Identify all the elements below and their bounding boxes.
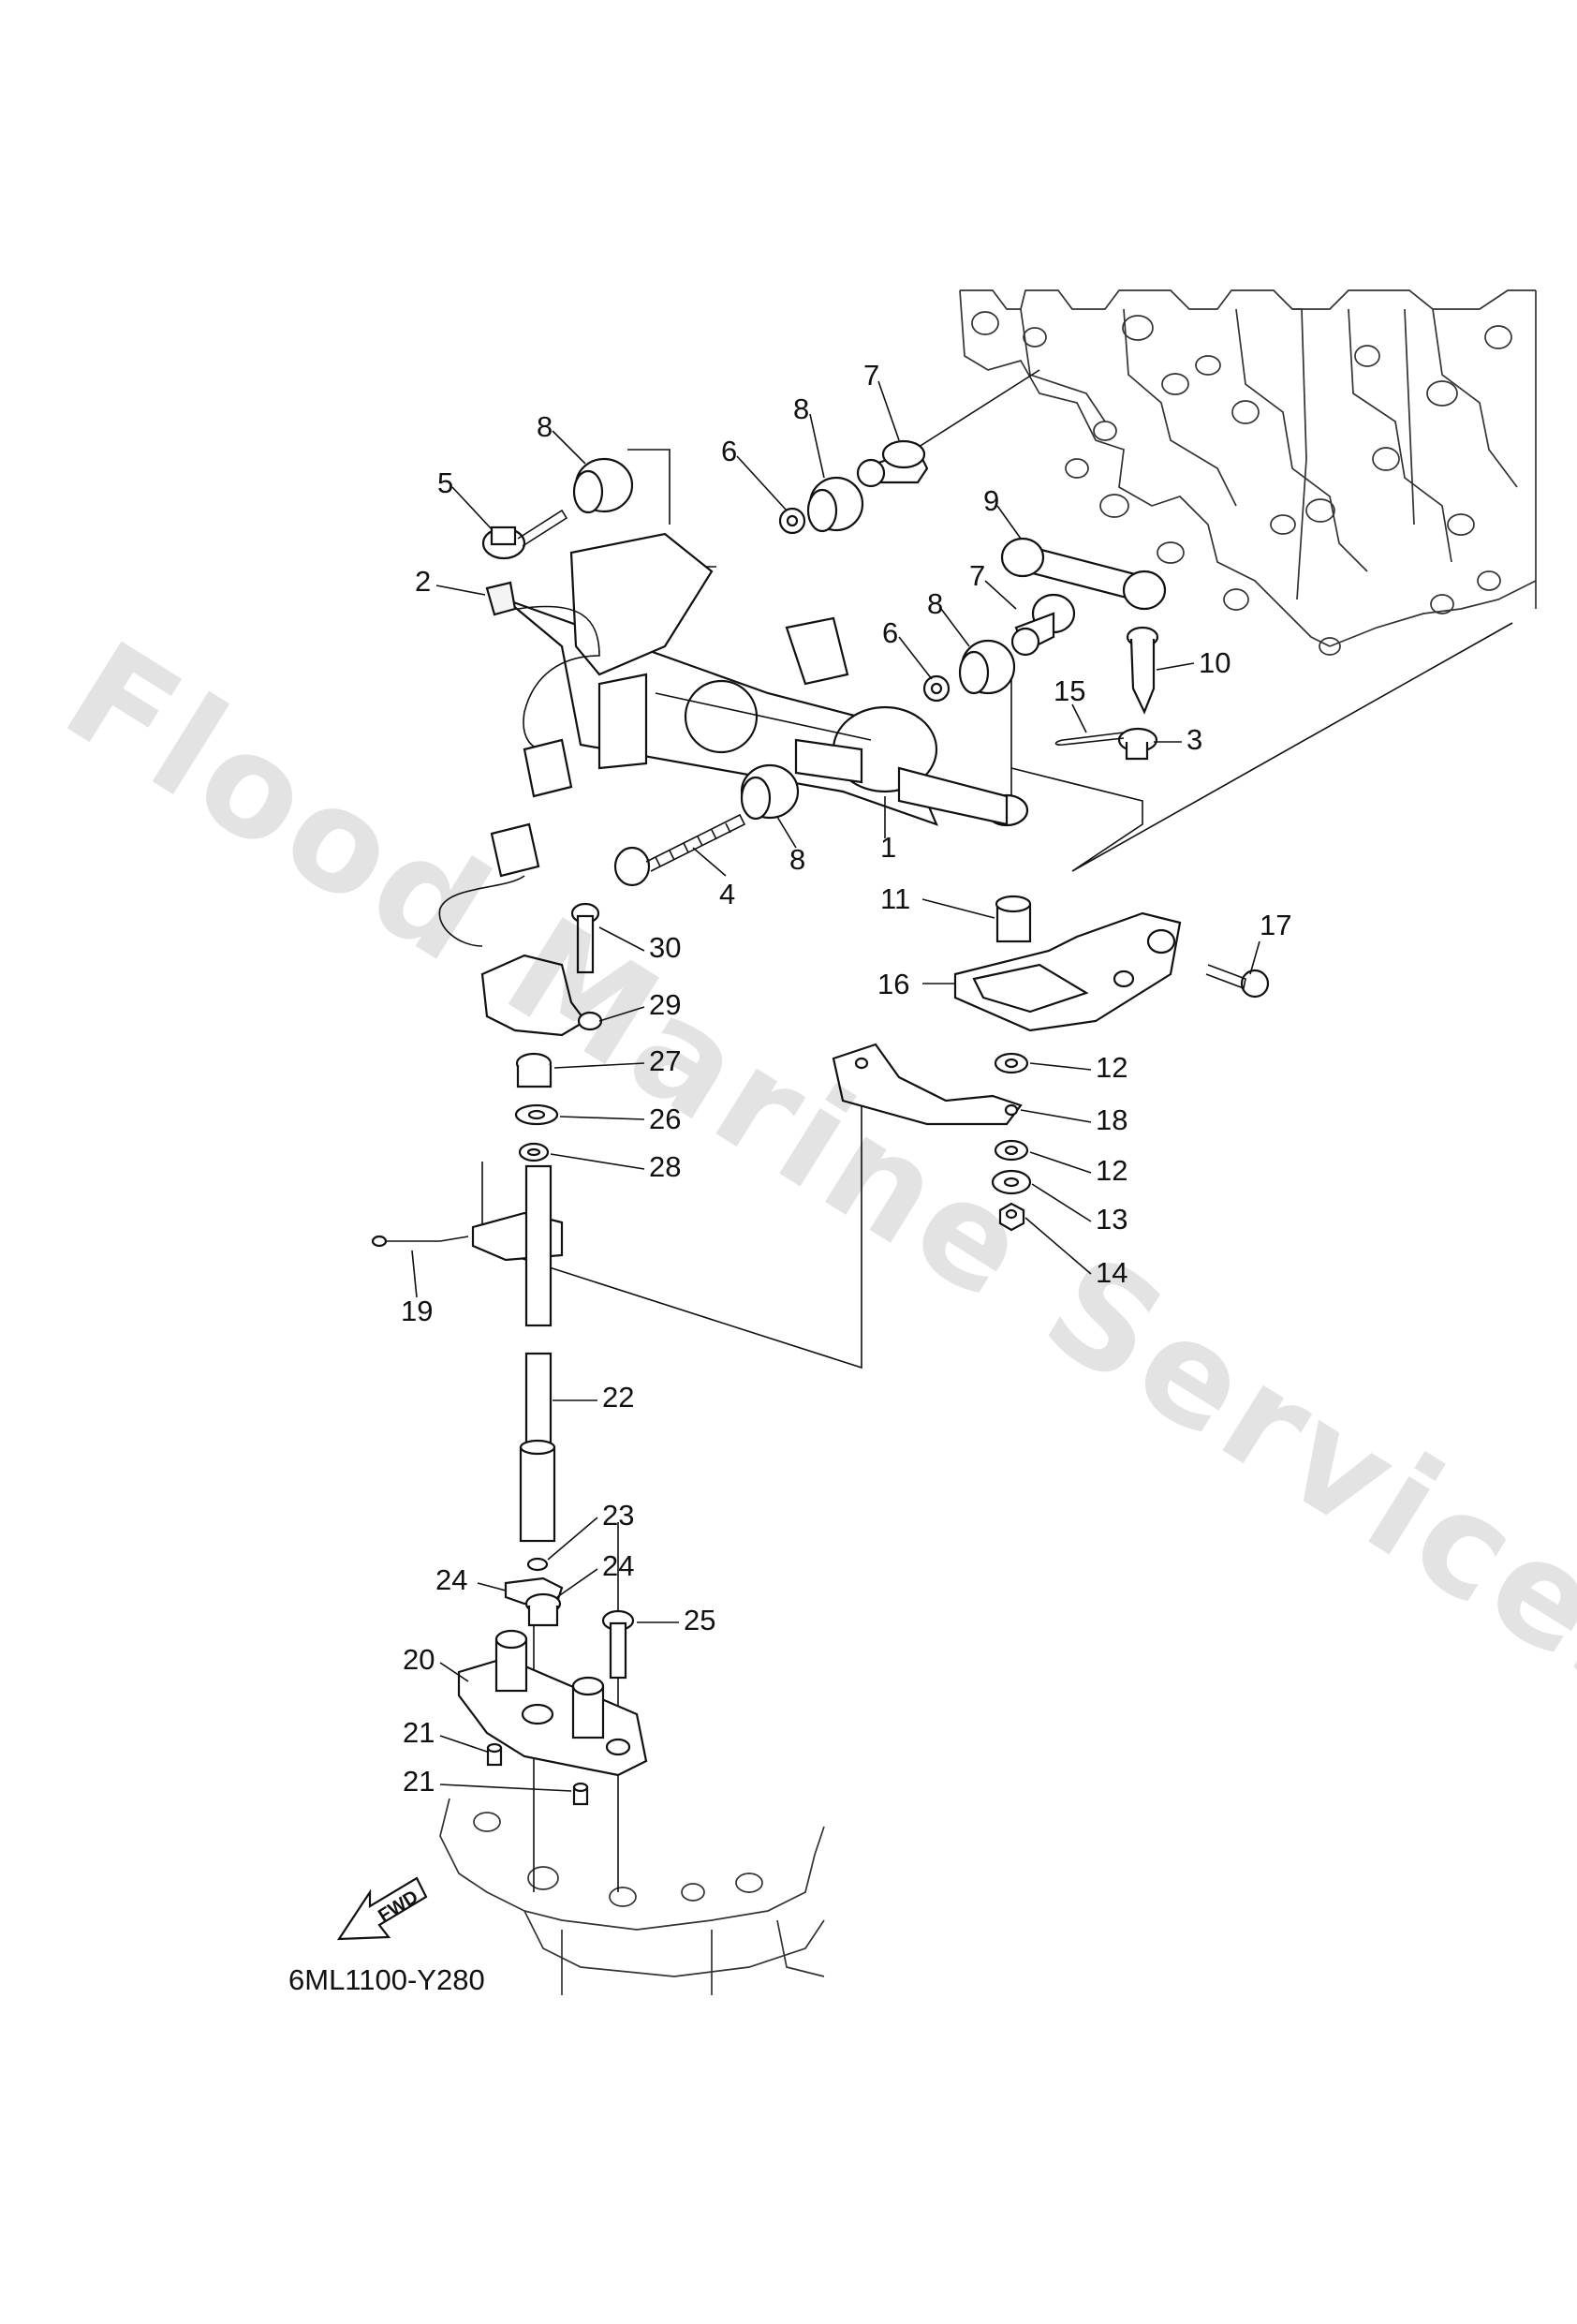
callout-6b: 6: [882, 616, 898, 649]
callout-4: 4: [719, 878, 735, 910]
callout-12b: 12: [1096, 1154, 1127, 1187]
part-23-o-ring: [526, 1557, 549, 1572]
part-2-wire-clip: [485, 581, 600, 798]
callout-11: 11: [880, 882, 910, 915]
callout-24a: 24: [435, 1563, 467, 1596]
callout-23: 23: [602, 1499, 634, 1532]
callout-26: 26: [649, 1103, 681, 1135]
callout-8d: 8: [789, 843, 805, 876]
part-10-pin: [1126, 626, 1159, 715]
callout-20: 20: [403, 1643, 435, 1676]
part-5-bolt: [481, 509, 568, 560]
callout-10: 10: [1199, 646, 1231, 679]
part-18-plate: [832, 1043, 1023, 1126]
part-8-grommet-a: [572, 457, 634, 514]
part-8-grommet-b: [806, 476, 864, 533]
label-leaders: [411, 380, 1260, 1792]
part-30-bolt: [570, 902, 600, 974]
lower-casing-outline: [439, 1798, 825, 1995]
fwd-arrow-icon: FWD: [336, 1876, 428, 1941]
callout-7b: 7: [969, 559, 985, 592]
part-4-bolt: [613, 813, 746, 887]
callout-5: 5: [437, 466, 453, 499]
part-29-shift-sensor: [438, 822, 603, 1037]
callout-8a: 8: [537, 410, 553, 443]
part-7-bushing-upper: [856, 439, 929, 488]
part-27-bushing: [515, 1052, 553, 1088]
part-12-washer-a: [994, 1052, 1029, 1074]
part-24-bushing: [524, 1592, 562, 1627]
callout-labels: 1 2 3 4 5 6 6 7 7 8 8 8 8 9 10 11 12 12 …: [401, 359, 1291, 1798]
callout-21b: 21: [403, 1765, 435, 1798]
callout-8c: 8: [927, 587, 943, 620]
callout-19: 19: [401, 1295, 433, 1327]
part-11-spacer: [995, 895, 1032, 943]
callout-9: 9: [983, 484, 999, 517]
callout-18: 18: [1096, 1103, 1127, 1136]
callout-6a: 6: [721, 435, 737, 467]
part-17-bolt: [1205, 964, 1270, 999]
part-8-grommet-c: [958, 639, 1016, 695]
engine-block-outline: [959, 289, 1537, 656]
callout-1: 1: [880, 831, 896, 864]
callout-30: 30: [649, 931, 681, 964]
part-3-collar: [1117, 727, 1158, 761]
callout-7a: 7: [863, 359, 879, 392]
callout-22: 22: [602, 1381, 634, 1414]
part-13-washer: [991, 1169, 1032, 1195]
part-1-shift-actuator: [505, 532, 1029, 827]
callout-21a: 21: [403, 1716, 435, 1749]
part-6-washer-lower: [922, 674, 951, 703]
callout-14: 14: [1096, 1256, 1127, 1289]
part-15-cotter-pin: [1054, 732, 1125, 746]
callout-3: 3: [1186, 723, 1202, 756]
part-21-dowel-b: [572, 1782, 589, 1806]
part-6-washer-upper: [778, 507, 806, 535]
callout-28: 28: [649, 1150, 681, 1183]
part-12-washer-b: [994, 1139, 1029, 1162]
callout-16: 16: [877, 968, 909, 1000]
part-14-nut: [998, 1202, 1025, 1232]
callout-29: 29: [649, 988, 681, 1021]
diagram-code: 6ML1100-Y280: [288, 1963, 485, 1996]
part-21-dowel-a: [486, 1742, 503, 1767]
part-28-circlip: [518, 1142, 550, 1162]
callout-27: 27: [649, 1044, 681, 1077]
part-8-grommet-d: [740, 763, 800, 821]
callout-2: 2: [415, 565, 431, 598]
part-9-link: [1000, 537, 1167, 611]
callout-25: 25: [684, 1604, 715, 1636]
callout-17: 17: [1260, 909, 1291, 941]
part-25-bolt: [601, 1609, 635, 1680]
callout-24b: 24: [602, 1549, 634, 1582]
part-20-bracket: [457, 1629, 648, 1777]
part-16-shift-lever: [953, 911, 1182, 1032]
callout-8b: 8: [793, 392, 809, 425]
part-7-bushing-lower: [1010, 593, 1076, 657]
callout-15: 15: [1054, 674, 1085, 707]
callout-12a: 12: [1096, 1051, 1127, 1084]
part-26-washer: [514, 1103, 559, 1126]
callout-13: 13: [1096, 1203, 1127, 1236]
part-22-shift-rod: [519, 1164, 556, 1543]
